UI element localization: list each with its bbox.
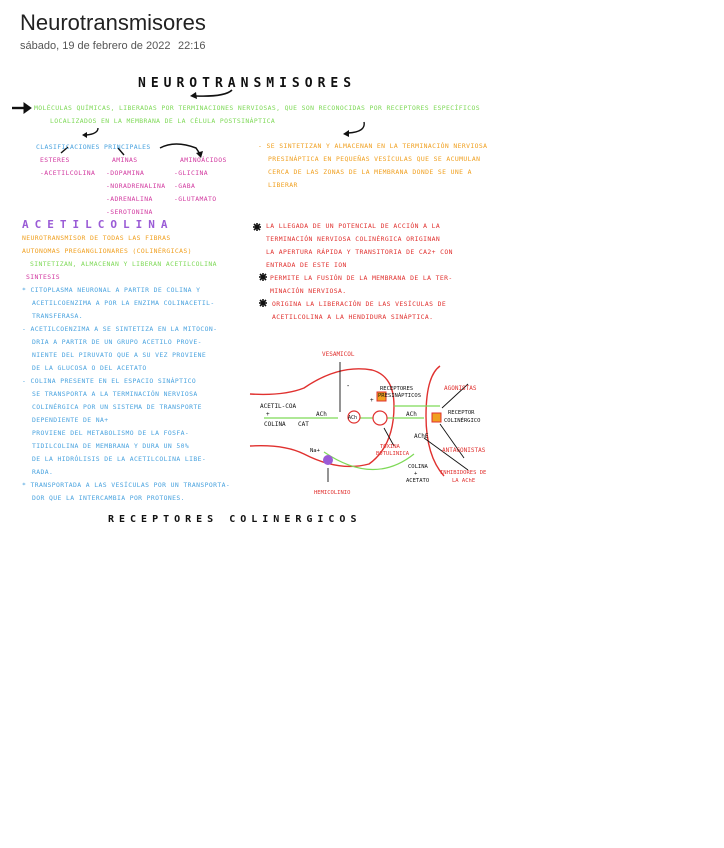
list-item: -DOPAMINA xyxy=(106,169,145,177)
diagram-label: BOTULINICA xyxy=(376,451,410,457)
vesicle xyxy=(347,410,361,424)
diagram-label: ACh xyxy=(316,411,327,418)
diagram-label: Na+ xyxy=(310,448,321,454)
arrow-class-icon xyxy=(85,127,99,136)
arrow-aminoacidos-icon xyxy=(159,143,201,155)
acetilcolina-heading: ACETILCOLINA xyxy=(22,218,174,231)
bullet-star-2-icon xyxy=(259,273,267,281)
arrow-heading-icon xyxy=(195,89,233,97)
choline-transporter xyxy=(323,455,333,465)
page-date: sábado, 19 de febrero de 2022 xyxy=(20,40,171,52)
group-title: ESTERES xyxy=(40,156,70,164)
synapse-diagram: VESAMICOL ACETIL-COA + COLINA CAT ACh AC… xyxy=(249,351,486,496)
diagram-label: ACETATO xyxy=(406,478,429,484)
list-item: - ACETILCOENZIMA A SE SINTETIZA EN LA MI… xyxy=(22,325,218,333)
arrow-inhibidores-icon xyxy=(423,437,469,471)
presynaptic-membrane xyxy=(249,368,395,468)
diagram-label: ANTAGONISTAS xyxy=(442,447,486,454)
classification-title: CLASIFICACIONES PRINCIPALES xyxy=(36,143,151,151)
arrow-antagonistas-icon xyxy=(439,423,465,459)
page-title: Neurotransmisores xyxy=(20,10,206,35)
list-item: - COLINA PRESENTE EN EL ESPACIO SINÁPTIC… xyxy=(22,377,197,385)
list-item: * TRANSPORTADA A LAS VESÍCULAS POR UN TR… xyxy=(22,481,231,489)
arrow-agonistas-icon xyxy=(441,383,469,409)
diagram-label: + xyxy=(370,397,374,404)
receptores-heading: RECEPTORES COLINERGICOS xyxy=(108,514,362,525)
synthesis-note: - SE SINTETIZAN Y ALMACENAN EN LA TERMIN… xyxy=(258,142,488,189)
diagram-label: AGONISTAS xyxy=(444,385,477,392)
diagram-label: RECEPTORES xyxy=(380,386,413,392)
sintesis-list: * CITOPLASMA NEURONAL A PARTIR DE COLINA… xyxy=(22,286,231,502)
group-title: AMINAS xyxy=(112,156,138,164)
sintesis-title: SINTESIS xyxy=(26,273,60,281)
postsynaptic-receptor xyxy=(431,412,442,423)
diagram-label: VESAMICOL xyxy=(322,351,355,358)
arrow-aminas-icon xyxy=(117,147,125,156)
pathway-line xyxy=(323,451,415,471)
list-item: -GABA xyxy=(174,182,196,190)
group-aminas: AMINAS -DOPAMINA -NORADRENALINA -ADRENAL… xyxy=(106,154,165,219)
arrow-definition-icon xyxy=(12,102,32,114)
diagram-label: ACh xyxy=(406,411,417,418)
diagram-label: ACETIL-COA xyxy=(260,403,297,410)
arrow-esteres-icon xyxy=(60,146,69,154)
diagram-label: COLINA xyxy=(408,464,429,470)
diagram-label: - xyxy=(346,382,350,390)
acetilcolina-intro: NEUROTRANSMISOR DE TODAS LAS FIBRAS AUTO… xyxy=(22,234,217,268)
list-item: * CITOPLASMA NEURONAL A PARTIR DE COLINA… xyxy=(22,286,201,294)
page-time: 22:16 xyxy=(178,40,206,52)
release-steps: LA LLEGADA DE UN POTENCIAL DE ACCIÓN A L… xyxy=(266,222,453,321)
list-item: -SEROTONINA xyxy=(106,208,153,216)
diagram-label: TOXINA xyxy=(380,444,401,450)
diagram-label: PRESINÁPTICOS xyxy=(378,392,421,399)
diagram-label: + xyxy=(266,411,270,418)
diagram-label: AChE xyxy=(414,433,429,440)
diagram-label: INHIBIDORES DE xyxy=(440,470,486,476)
list-item: -GLICINA xyxy=(174,169,208,177)
diagram-label: HEMICOLINIO xyxy=(314,490,350,496)
definition-text: MOLÉCULAS QUÍMICAS, LIBERADAS POR TERMIN… xyxy=(34,104,480,125)
group-title: AMINOÁCIDOS xyxy=(180,156,227,164)
diagram-label: LA AChE xyxy=(452,478,475,484)
bullet-star-1-icon xyxy=(253,223,261,231)
diagram-label: CAT xyxy=(298,421,309,428)
list-item: -ADRENALINA xyxy=(106,195,153,203)
postsynaptic-membrane xyxy=(425,365,445,477)
list-item: -NORADRENALINA xyxy=(106,182,166,190)
presynaptic-receptor xyxy=(376,391,387,402)
bullet-star-3-icon xyxy=(259,299,267,307)
diagram-label: ACh xyxy=(348,415,357,421)
arrow-toxina-icon xyxy=(383,427,395,447)
diagram-label: + xyxy=(414,471,418,477)
note-heading: NEUROTRANSMISORES xyxy=(138,76,357,91)
diagram-label: COLINÉRGICO xyxy=(444,416,480,424)
list-item: -ACETILCOLINA xyxy=(40,169,96,177)
arrow-synth-icon xyxy=(347,121,365,134)
vesicle xyxy=(372,410,388,426)
list-item: -GLUTAMATO xyxy=(174,195,217,203)
diagram-label: RECEPTOR xyxy=(448,410,475,416)
diagram-label: COLINA xyxy=(264,421,286,428)
group-esteres: ESTERES -ACETILCOLINA xyxy=(40,154,95,180)
group-aminoacidos: AMINOÁCIDOS -GLICINA -GABA -GLUTAMATO xyxy=(174,154,227,206)
